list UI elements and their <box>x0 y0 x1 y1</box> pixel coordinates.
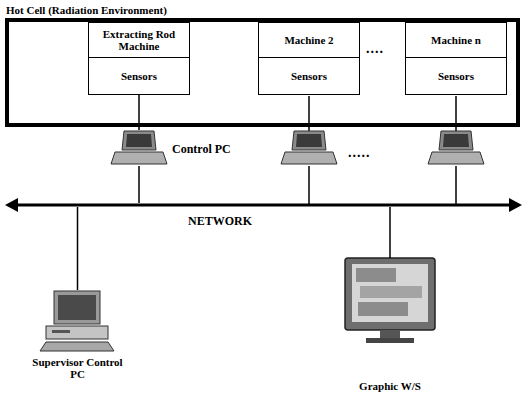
control-pc: Control PC <box>111 130 167 166</box>
box-label: Machine n <box>431 34 481 46</box>
monitor-base <box>366 338 414 343</box>
sensor-box: Sensors <box>258 57 360 95</box>
bus-arrowhead <box>5 198 18 212</box>
laptop-icon <box>111 131 167 164</box>
laptop-screen <box>122 131 156 150</box>
box-label: Machine 2 <box>284 34 333 46</box>
network-bus: NETWORK <box>8 203 521 207</box>
bus-arrowhead <box>509 198 522 212</box>
laptop-base <box>111 152 167 164</box>
screen-window <box>356 268 396 282</box>
hot-cell-region: Hot Cell (Radiation Environment)Extracti… <box>5 18 520 127</box>
monitor-screen <box>58 295 96 320</box>
monitor-frame <box>54 291 100 324</box>
sensor-box: Sensors <box>405 57 507 95</box>
ellipsis-dots: ..... <box>348 146 371 160</box>
node-caption: Hot Cell (Radiation Environment) <box>6 4 167 16</box>
wire <box>308 166 310 204</box>
laptop-base <box>281 152 337 164</box>
network-wire <box>389 207 391 258</box>
machine-box: Extracting Rod Machine <box>88 22 190 58</box>
screen-window <box>358 302 408 316</box>
machine-box: Machine n <box>405 22 507 58</box>
laptop-display <box>126 134 152 147</box>
network-wire <box>77 207 79 290</box>
laptop-icon <box>281 131 337 164</box>
laptop-icon <box>428 131 484 164</box>
workstation-icon <box>345 258 435 343</box>
monitor-screen <box>352 264 428 322</box>
node-caption: Control PC <box>172 143 231 156</box>
machine-box: Machine 2 <box>258 22 360 58</box>
laptop-base <box>428 152 484 164</box>
wire <box>455 166 457 204</box>
keyboard <box>40 342 114 351</box>
ellipsis-dots: .... <box>366 42 384 56</box>
box-label: Sensors <box>291 70 327 82</box>
monitor-stand <box>380 330 400 338</box>
box-label: Extracting Rod Machine <box>93 28 185 52</box>
laptop-screen <box>439 131 473 150</box>
laptop-display <box>296 134 322 147</box>
laptop-screen <box>292 131 326 150</box>
monitor-frame <box>345 258 435 330</box>
pc-case <box>46 326 108 339</box>
box-label: Sensors <box>438 70 474 82</box>
supervisor-pc: Supervisor Control PC <box>40 290 115 352</box>
drive-slot <box>52 330 70 333</box>
box-label: Sensors <box>121 70 157 82</box>
network-wire <box>138 166 140 203</box>
node-caption: NETWORK <box>188 215 252 228</box>
node-caption: Supervisor Control PC <box>28 356 127 380</box>
network-bus <box>17 204 510 207</box>
laptop-display <box>443 134 469 147</box>
graphic-workstation: Graphic W/S <box>345 258 435 343</box>
sensor-box: Sensors <box>88 57 190 95</box>
desktop-pc-icon <box>40 291 114 351</box>
node-caption: Graphic W/S <box>335 380 445 392</box>
screen-window <box>360 286 422 298</box>
